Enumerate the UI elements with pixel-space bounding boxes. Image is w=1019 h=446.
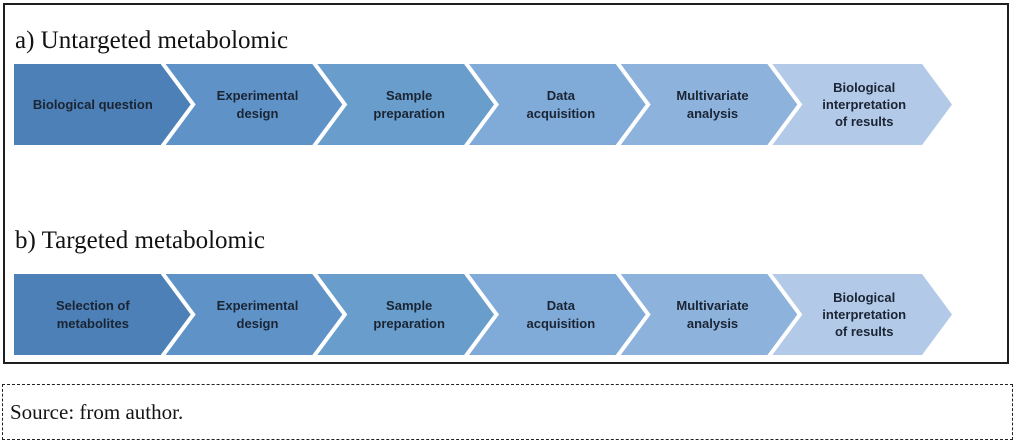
chevron-step: Biological question xyxy=(14,64,194,145)
source-note-text: Source: from author. xyxy=(10,399,184,424)
section-title-untargeted: a) Untargeted metabolomic xyxy=(15,27,289,54)
section-title-targeted: b) Targeted metabolomic xyxy=(15,227,266,254)
diagram-panel: a) Untargeted metabolomic Biological que… xyxy=(3,3,1009,364)
chevron-step-label: Biological question xyxy=(32,96,153,112)
chevron-shape: Biological question xyxy=(14,64,194,145)
source-note-box: Source: from author. xyxy=(2,384,1013,440)
